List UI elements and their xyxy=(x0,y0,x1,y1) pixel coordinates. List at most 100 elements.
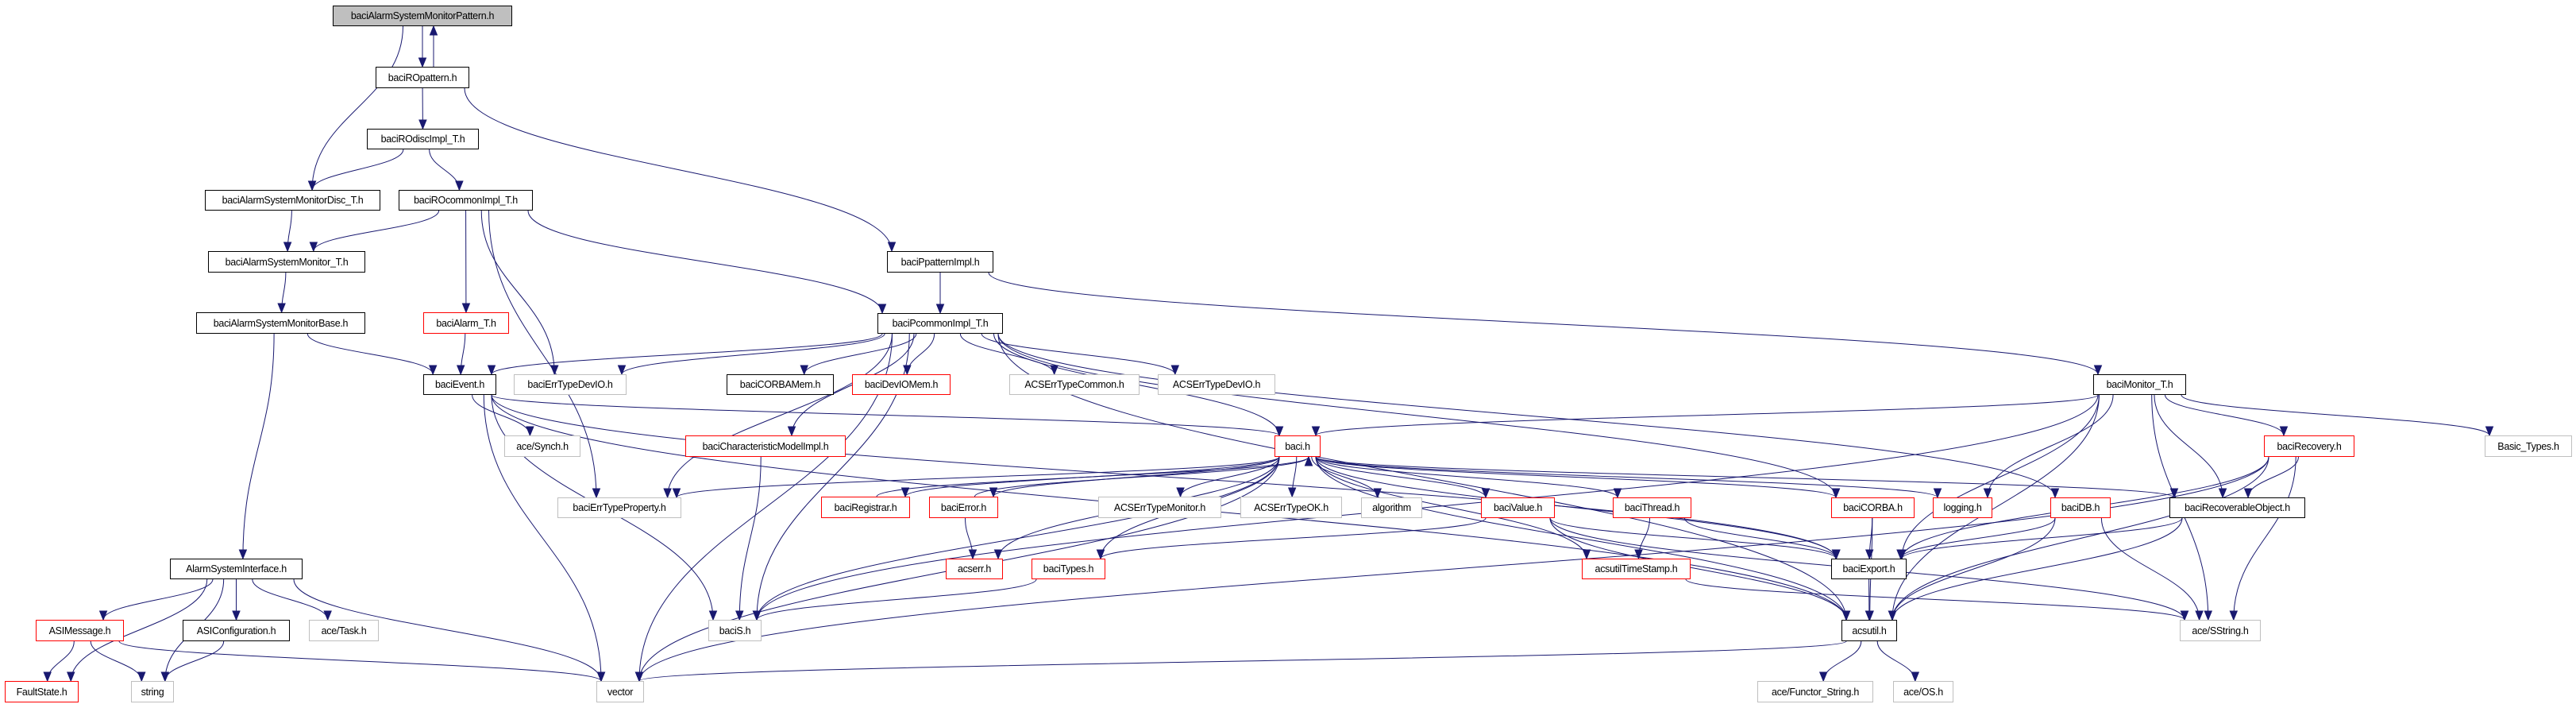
node-algorithm[interactable]: algorithm xyxy=(1361,497,1422,518)
node-bacitypes-h[interactable]: baciTypes.h xyxy=(1032,559,1105,579)
node-bacicorbamem-h[interactable]: baciCORBAMem.h xyxy=(727,374,834,395)
edge-bacimonitor-t-h-to-bacirecoverableobject-h xyxy=(2154,394,2223,498)
node-asimessage-h[interactable]: ASIMessage.h xyxy=(36,620,124,641)
arrowhead-icon xyxy=(735,610,744,621)
node-ace-synch-h[interactable]: ace/Synch.h xyxy=(504,435,580,457)
node-baciexport-h[interactable]: baciExport.h xyxy=(1831,559,1907,579)
edge-alarmsysteminterface-h-to-ace-task-h xyxy=(252,578,329,621)
node-bacialarm-t-h[interactable]: baciAlarm_T.h xyxy=(423,312,509,334)
node-vector[interactable]: vector xyxy=(596,681,644,702)
edge-alarmsysteminterface-h-to-asimessage-h xyxy=(102,578,214,621)
node-ace-os-h[interactable]: ace/OS.h xyxy=(1893,681,1953,702)
node-bacirocommonimpl-t-h[interactable]: baciROcommonImpl_T.h xyxy=(399,190,533,211)
arrowhead-icon xyxy=(1311,426,1321,437)
arrowhead-icon xyxy=(238,549,248,560)
arrowhead-icon xyxy=(1896,549,1905,560)
arrowhead-icon xyxy=(1818,671,1828,683)
edge-bacicharacteristicmodelimpl-h-to-bacis-h xyxy=(738,456,762,621)
arrowhead-icon xyxy=(2180,610,2189,621)
node-bacirecovery-h[interactable]: baciRecovery.h xyxy=(2264,435,2354,457)
node-acserrtypemonitor-h[interactable]: ACSErrTypeMonitor.h xyxy=(1098,497,1221,518)
arrowhead-icon xyxy=(596,671,606,683)
node-ace-functor-string-h[interactable]: ace/Functor_String.h xyxy=(1757,681,1873,702)
node-bacicharacteristicmodelimpl-h[interactable]: baciCharacteristicModelImpl.h xyxy=(685,435,846,457)
arrowhead-icon xyxy=(2195,610,2204,621)
node-bacidb-h[interactable]: baciDB.h xyxy=(2050,497,2111,518)
node-logging-h[interactable]: logging.h xyxy=(1933,497,1992,518)
node-bacipcommonimpl-t-h[interactable]: baciPcommonImpl_T.h xyxy=(877,313,1003,334)
arrowhead-icon xyxy=(877,304,887,315)
edge-bacialarmsystemmonitorpattern-h-to-bacialarmsystemmonitordisc-t-h xyxy=(311,25,403,191)
arrowhead-icon xyxy=(43,671,52,683)
node-basic-types-h[interactable]: Basic_Types.h xyxy=(2485,435,2572,457)
arrowhead-icon xyxy=(2093,365,2103,376)
arrowhead-icon xyxy=(323,610,332,621)
node-bacimonitor-t-h[interactable]: baciMonitor_T.h xyxy=(2093,374,2186,395)
arrowhead-icon xyxy=(1287,487,1297,498)
edge-baci-h-to-bacirecoverableobject-h xyxy=(1315,456,2175,498)
node-baciregistrar-h[interactable]: baciRegistrar.h xyxy=(821,497,910,518)
node-bacicorba-h[interactable]: baciCORBA.h xyxy=(1831,497,1915,518)
edge-bacidb-h-to-ace-sstring-h xyxy=(2100,517,2200,621)
node-bacialarmsystemmonitorbase-h[interactable]: baciAlarmSystemMonitorBase.h xyxy=(196,312,365,334)
node-acserrtypeok-h[interactable]: ACSErrTypeOK.h xyxy=(1240,497,1342,518)
edge-baci-h-to-bacivalue-h xyxy=(1315,456,1487,498)
arrowhead-icon xyxy=(1613,488,1622,499)
node-acserr-h[interactable]: acserr.h xyxy=(946,559,1003,579)
node-string[interactable]: string xyxy=(131,681,174,702)
arrowhead-icon xyxy=(98,610,108,621)
node-bacialarmsystemmonitordisc-t-h[interactable]: baciAlarmSystemMonitorDisc_T.h xyxy=(205,190,380,211)
edge-bacirocommonimpl-t-h-to-bacipcommonimpl-t-h xyxy=(527,210,883,314)
node-acserrtypedevio-h[interactable]: ACSErrTypeDevIO.h xyxy=(1158,374,1275,395)
arrowhead-icon xyxy=(2279,426,2289,437)
arrowhead-icon xyxy=(1983,488,1992,499)
node-bacierrtypeproperty-h[interactable]: baciErrTypeProperty.h xyxy=(557,497,681,518)
edge-bacirocommonimpl-t-h-to-bacierrtypedevio-h xyxy=(480,210,555,375)
edge-bacirecoverableobject-h-to-baciexport-h xyxy=(1901,517,2183,559)
node-bacierror-h[interactable]: baciError.h xyxy=(929,497,998,518)
node-bacippatternimpl-h[interactable]: baciPpatternImpl.h xyxy=(887,251,993,273)
arrowhead-icon xyxy=(418,57,427,68)
node-bacirecoverableobject-h[interactable]: baciRecoverableObject.h xyxy=(2169,497,2305,518)
node-baciropattern-h[interactable]: baciROpattern.h xyxy=(376,67,469,88)
node-bacivalue-h[interactable]: baciValue.h xyxy=(1481,497,1555,518)
arrowhead-icon xyxy=(800,365,808,376)
arrowhead-icon xyxy=(1050,365,1059,376)
node-asiconfiguration-h[interactable]: ASIConfiguration.h xyxy=(183,620,290,641)
edge-asimessage-h-to-vector xyxy=(118,640,602,682)
node-bacievent-h[interactable]: baciEvent.h xyxy=(423,374,496,395)
arrowhead-icon xyxy=(663,488,672,499)
edge-baciropattern-h-to-bacippatternimpl-h xyxy=(464,87,893,252)
arrowhead-icon xyxy=(968,549,978,560)
node-bacirodiscimpl-t-h[interactable]: baciROdiscImpl_T.h xyxy=(367,129,479,149)
arrowhead-icon xyxy=(1096,549,1105,560)
node-bacialarmsystemmonitorpattern-h[interactable]: baciAlarmSystemMonitorPattern.h xyxy=(333,6,512,26)
node-bacialarmsystemmonitor-t-h[interactable]: baciAlarmSystemMonitor_T.h xyxy=(208,251,365,273)
node-bacierrtypedevio-h[interactable]: baciErrTypeDevIO.h xyxy=(514,374,627,395)
node-acserrtypecommon-h[interactable]: ACSErrTypeCommon.h xyxy=(1009,374,1140,395)
node-faultstate-h[interactable]: FaultState.h xyxy=(5,681,79,702)
arrowhead-icon xyxy=(232,610,241,621)
edge-bacialarmsystemmonitorbase-h-to-bacievent-h xyxy=(307,333,434,375)
arrowhead-icon xyxy=(461,303,471,314)
node-bacideviomem-h[interactable]: baciDevIOMem.h xyxy=(852,374,951,395)
arrowhead-icon xyxy=(1275,426,1284,437)
node-acsutiltimestamp-h[interactable]: acsutilTimeStamp.h xyxy=(1582,559,1691,579)
arrowhead-icon xyxy=(935,304,945,315)
arrowhead-icon xyxy=(900,487,910,498)
node-baci-h[interactable]: baci.h xyxy=(1275,435,1321,457)
node-alarmsysteminterface-h[interactable]: AlarmSystemInterface.h xyxy=(170,559,303,579)
node-bacithread-h[interactable]: baciThread.h xyxy=(1613,497,1691,518)
edge-bacimonitor-t-h-to-logging-h xyxy=(1987,394,2114,498)
arrowhead-icon xyxy=(2229,610,2239,621)
node-acsutil-h[interactable]: acsutil.h xyxy=(1841,620,1897,641)
arrowhead-icon xyxy=(592,488,601,499)
arrowhead-icon xyxy=(160,671,170,683)
node-ace-task-h[interactable]: ace/Task.h xyxy=(309,620,379,641)
node-ace-sstring-h[interactable]: ace/SString.h xyxy=(2180,620,2261,641)
edge-baci-h-to-bacicorba-h xyxy=(1315,456,1837,498)
node-bacis-h[interactable]: baciS.h xyxy=(708,620,762,641)
edge-bacipcommonimpl-t-h-to-bacierrtypeproperty-h xyxy=(667,333,893,498)
edge-acsutil-h-to-ace-functor-string-h xyxy=(1822,640,1862,682)
arrowhead-icon xyxy=(2050,488,2060,499)
